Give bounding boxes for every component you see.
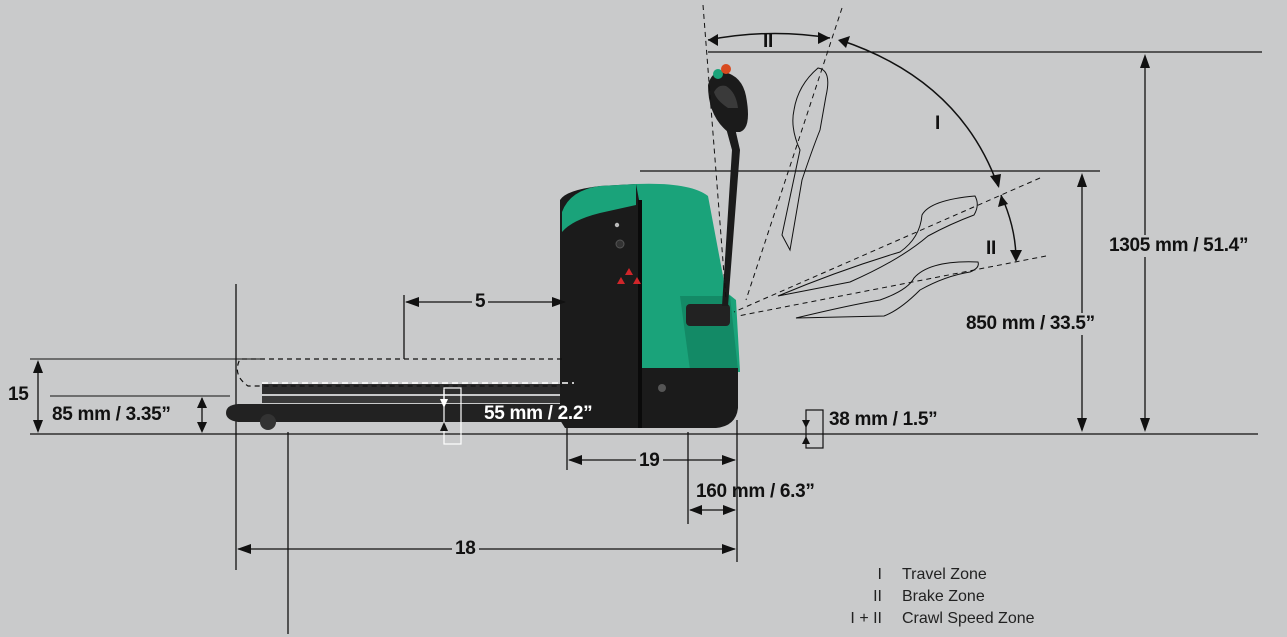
dim-38-bracket xyxy=(805,409,824,449)
truck-green-cover-left xyxy=(562,184,636,232)
legend-value: Crawl Speed Zone xyxy=(902,610,1035,627)
arrow-head xyxy=(838,36,850,48)
battery-cap xyxy=(686,304,730,326)
arrow-head xyxy=(1140,418,1150,432)
fork-raised-outline xyxy=(236,358,562,387)
arrow-head xyxy=(405,297,419,307)
zone-legend: I Travel Zone II Brake Zone I + II Crawl… xyxy=(820,564,1035,630)
arrow-head xyxy=(440,422,448,431)
fork xyxy=(226,404,604,422)
rear-hole xyxy=(658,384,666,392)
legend-value: Travel Zone xyxy=(902,566,987,583)
dim-label-850: 850 mm / 33.5” xyxy=(963,313,1098,335)
body-screw-2 xyxy=(615,239,625,249)
truck-rear-base xyxy=(642,368,738,428)
fork-top-edge xyxy=(262,384,570,394)
zone-label-ii-mid: II xyxy=(986,238,996,259)
arrow-head xyxy=(1077,173,1087,187)
brand-logo xyxy=(617,268,641,284)
arc-zone-ii-top xyxy=(707,32,831,41)
arrow-head xyxy=(722,455,736,465)
zone-line-ii-top xyxy=(745,7,843,301)
body-screw-1 xyxy=(614,222,620,228)
arrow-head xyxy=(998,195,1008,207)
arrow-head xyxy=(1077,418,1087,432)
arrow-head xyxy=(552,297,566,307)
legend-row: II Brake Zone xyxy=(820,586,1035,608)
zone-line-i-ii xyxy=(733,177,1041,313)
dim-label-15: 15 xyxy=(8,384,29,405)
arrow-head xyxy=(197,397,207,408)
dim-label-85: 85 mm / 3.35” xyxy=(52,404,171,425)
legend-key: I xyxy=(877,566,882,583)
tiller-ghost-low xyxy=(795,261,979,319)
arrow-head xyxy=(689,505,702,515)
arrow-head xyxy=(708,34,718,46)
legend-row: I + II Crawl Speed Zone xyxy=(820,608,1035,630)
tiller-ghost-upright xyxy=(781,67,829,252)
zone-line-horizontal xyxy=(737,255,1047,317)
zone-line-vertical xyxy=(702,4,727,301)
arrow-head xyxy=(1140,54,1150,68)
dim-label-5: 5 xyxy=(472,291,489,313)
tiller-arm xyxy=(722,128,740,306)
dim-55-bracket xyxy=(443,387,462,445)
dim-label-19: 19 xyxy=(636,450,663,472)
arrow-head xyxy=(197,422,207,433)
fork-highlight xyxy=(262,396,570,403)
tiller-head-inner xyxy=(714,85,738,108)
arrow-head xyxy=(802,420,810,428)
arrow-head xyxy=(722,544,736,554)
zone-label-ii-top: II xyxy=(763,31,773,52)
zone-label-i: I xyxy=(935,113,940,134)
arrow-head xyxy=(33,360,43,373)
arrow-head xyxy=(440,399,448,408)
legend-key: I + II xyxy=(850,610,882,627)
arrow-head xyxy=(990,174,1001,188)
tiller-button-green xyxy=(713,69,723,79)
arrow-head xyxy=(1010,250,1022,262)
tiller-button-red xyxy=(721,64,731,74)
load-wheel xyxy=(260,414,276,430)
legend-key: II xyxy=(873,588,882,605)
dim-label-1305: 1305 mm / 51.4” xyxy=(1106,235,1252,257)
legend-row: I Travel Zone xyxy=(820,564,1035,586)
dim-label-18: 18 xyxy=(452,538,479,560)
dim-label-38: 38 mm / 1.5” xyxy=(829,409,938,430)
side-panel-gap xyxy=(638,200,642,428)
legend-value: Brake Zone xyxy=(902,588,985,605)
dim-label-55: 55 mm / 2.2” xyxy=(484,403,593,424)
dim-label-160: 160 mm / 6.3” xyxy=(696,481,815,502)
arrow-head xyxy=(568,455,582,465)
arrow-head xyxy=(237,544,251,554)
arrow-head xyxy=(802,436,810,444)
arc-zone-i xyxy=(839,39,999,187)
arrow-head xyxy=(33,420,43,433)
tiller-ghost-mid xyxy=(777,195,978,297)
arrow-head xyxy=(723,505,736,515)
arrow-head xyxy=(818,32,830,44)
